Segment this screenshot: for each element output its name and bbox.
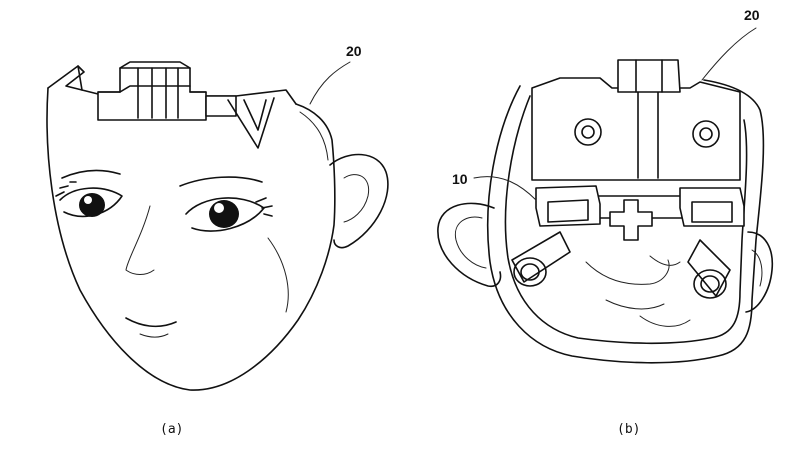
temple-line bbox=[299, 111, 329, 161]
rear-ear-right bbox=[745, 231, 774, 313]
shell-inner bbox=[504, 95, 748, 345]
face-outline bbox=[46, 87, 336, 391]
ear-inner bbox=[343, 174, 370, 223]
post-right bbox=[687, 239, 731, 299]
panel-label-a: (a) bbox=[160, 422, 183, 437]
leader-line-connector bbox=[473, 176, 537, 201]
head-rear-view bbox=[437, 59, 774, 364]
lower-lip bbox=[139, 333, 169, 338]
cheek-line bbox=[267, 237, 289, 313]
head-front-view bbox=[46, 61, 389, 391]
mouth bbox=[125, 317, 177, 328]
plate-center-rib bbox=[637, 91, 659, 179]
rear-ear-left bbox=[437, 202, 502, 288]
leader-line-a bbox=[309, 61, 351, 105]
ref-label-head-a: 20 bbox=[346, 43, 362, 59]
screw-boss-left bbox=[574, 118, 602, 146]
post-left bbox=[511, 231, 571, 287]
nose bbox=[125, 205, 155, 275]
left-eyebrow bbox=[61, 169, 121, 179]
back-plate bbox=[531, 77, 741, 181]
top-connector-block bbox=[97, 61, 237, 121]
shell-top-rim bbox=[47, 65, 297, 105]
ref-label-head-b: 20 bbox=[744, 7, 760, 23]
panel-label-b: (b) bbox=[617, 422, 640, 437]
face-relief bbox=[585, 255, 691, 327]
right-eye bbox=[185, 197, 273, 232]
rim-inner-edge bbox=[77, 65, 83, 91]
left-eye bbox=[55, 181, 123, 218]
leader-line-b bbox=[701, 27, 757, 81]
shell-outer bbox=[486, 79, 765, 364]
v-notch bbox=[227, 97, 275, 149]
top-tab bbox=[617, 59, 681, 93]
ear bbox=[329, 153, 389, 249]
screw-boss-right bbox=[692, 120, 720, 148]
connector-rail bbox=[535, 185, 745, 241]
ref-label-connector: 10 bbox=[452, 171, 468, 187]
right-eyebrow bbox=[179, 176, 263, 187]
